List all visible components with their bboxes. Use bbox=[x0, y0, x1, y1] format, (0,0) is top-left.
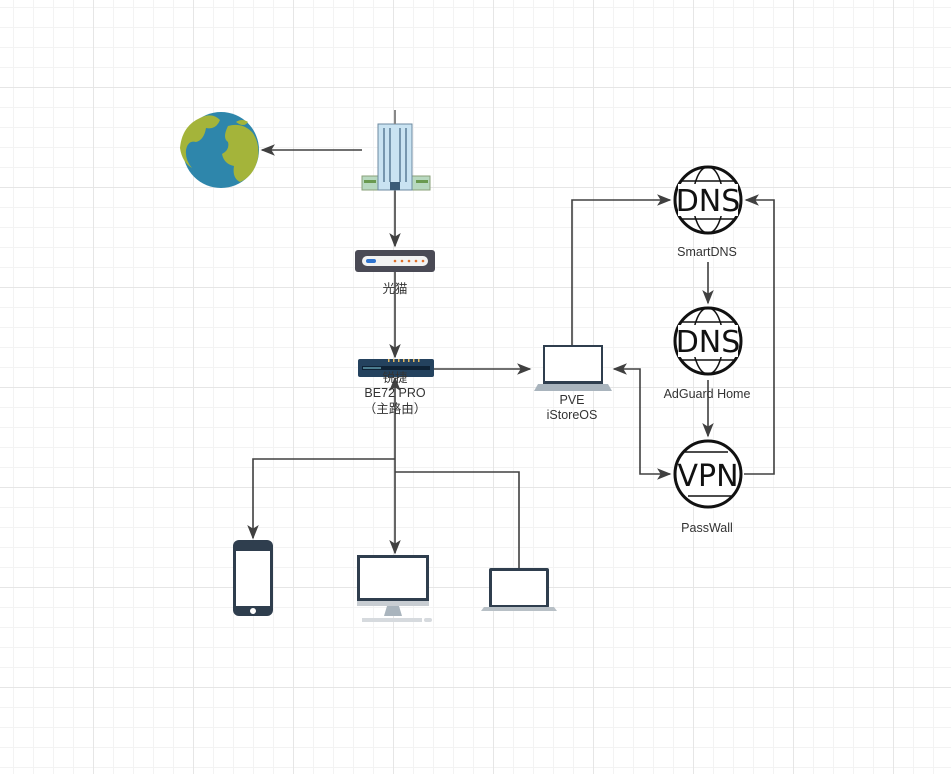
edge-pve-smartdns bbox=[571, 194, 672, 345]
laptop-icon bbox=[481, 568, 557, 611]
svg-text:DNS: DNS bbox=[676, 184, 741, 219]
passwall-label: PassWall bbox=[681, 521, 733, 535]
passwall-vpn-icon: VPN bbox=[673, 439, 743, 509]
globe-icon bbox=[180, 112, 259, 188]
desktop-icon bbox=[357, 555, 432, 622]
adguard-dns-icon: DNS bbox=[673, 306, 743, 376]
edge-router-phone bbox=[247, 458, 395, 540]
phone-icon bbox=[233, 540, 273, 616]
router-icon bbox=[358, 359, 434, 377]
svg-text:DNS: DNS bbox=[676, 325, 741, 360]
router-label-model: BE72 PRO bbox=[364, 386, 426, 400]
router-label-role: （主路由） bbox=[363, 402, 427, 416]
edge-passwall-smartdns bbox=[744, 194, 775, 475]
modem-label: 光猫 bbox=[382, 282, 408, 296]
svg-text:VPN: VPN bbox=[677, 459, 738, 494]
edge-pve-passwall bbox=[612, 363, 672, 480]
pve-laptop-icon bbox=[534, 345, 612, 391]
pve-label: PVE bbox=[559, 393, 585, 407]
edge-router-laptop bbox=[395, 471, 520, 568]
router-label-brand: 锐捷 bbox=[382, 371, 408, 385]
istoreos-label: iStoreOS bbox=[546, 408, 598, 422]
smartdns-label: SmartDNS bbox=[677, 245, 737, 259]
adguard-label: AdGuard Home bbox=[663, 387, 751, 401]
smartdns-dns-icon: DNS bbox=[673, 165, 743, 235]
modem-icon bbox=[355, 250, 435, 272]
building-icon bbox=[361, 110, 431, 191]
